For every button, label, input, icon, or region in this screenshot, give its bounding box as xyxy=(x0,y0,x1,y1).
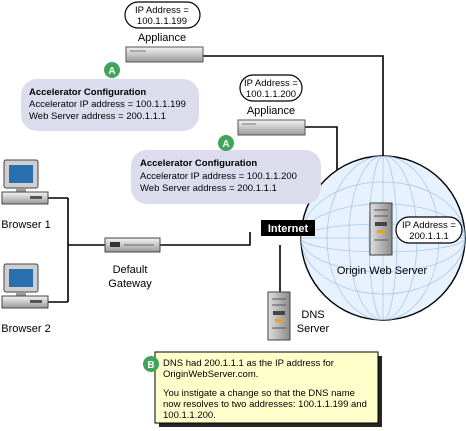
appliance-1-label: Appliance xyxy=(138,32,186,44)
appliance-1-ip-label: IP Address = xyxy=(135,5,189,16)
config-1-panel xyxy=(21,79,199,131)
config-2-line2: Web Server address = 200.1.1.1 xyxy=(140,183,277,194)
browser-1: Browser 1 xyxy=(1,159,51,231)
browser-2: Browser 2 xyxy=(1,263,51,335)
origin-server-tower-icon xyxy=(369,202,393,256)
appliance-1-ip-bubble xyxy=(124,1,201,29)
config-1-title: Accelerator Configuration xyxy=(29,87,146,98)
config-2-panel xyxy=(131,150,321,204)
config-2-line1: Accelerator IP address = 100.1.1.200 xyxy=(140,171,297,182)
link-gateway-to-internet xyxy=(160,232,251,246)
origin-web-server: IP Address = 200.1.1.1 Origin Web Server xyxy=(337,202,463,277)
gateway-label-line2: Gateway xyxy=(108,278,152,290)
gateway-label-line1: Default xyxy=(113,264,148,276)
appliance-1-device xyxy=(125,46,204,63)
appliance-2-ip-value: 100.1.1.200 xyxy=(246,89,296,100)
dns-note-line1: DNS had 200.1.1.1 as the IP address for xyxy=(163,358,334,369)
default-gateway: Default Gateway xyxy=(104,237,161,290)
origin-server-ip-label: IP Address = xyxy=(402,220,456,231)
config-2-badge xyxy=(218,135,234,151)
config-box-1: A Accelerator Configuration Accelerator … xyxy=(21,62,199,131)
appliance-2-ip-label: IP Address = xyxy=(244,78,298,89)
dns-note: B DNS had 200.1.1.1 as the IP address fo… xyxy=(143,351,382,427)
dns-note-panel xyxy=(154,351,379,424)
config-2-badge-letter: A xyxy=(222,139,229,150)
config-1-badge xyxy=(104,62,120,78)
origin-server-ip-value: 200.1.1.1 xyxy=(409,231,449,242)
dns-note-badge-letter: B xyxy=(147,360,154,371)
dns-note-line3: You instigate a change so that the DNS n… xyxy=(163,388,355,399)
config-1-line2: Web Server address = 200.1.1.1 xyxy=(29,111,166,122)
browser-2-label: Browser 2 xyxy=(1,323,51,335)
appliance-1-ip-value: 100.1.1.199 xyxy=(137,16,187,27)
dns-note-line5: 100.1.1.200. xyxy=(163,410,216,421)
browser-1-label: Browser 1 xyxy=(1,219,51,231)
dns-server: DNS Server xyxy=(267,291,330,341)
appliance-2-ip-bubble xyxy=(239,74,303,102)
link-appliance1-to-origin xyxy=(203,55,384,200)
dns-label-line2: Server xyxy=(297,323,330,335)
config-1-line1: Accelerator IP address = 100.1.1.199 xyxy=(29,99,186,110)
browser-1-pc-icon xyxy=(1,191,49,205)
appliance-1: IP Address = 100.1.1.199 Appliance xyxy=(124,1,204,63)
internet-label: Internet xyxy=(261,220,315,236)
browser-2-pc-icon xyxy=(1,295,49,309)
config-box-2: A Accelerator Configuration Accelerator … xyxy=(131,135,321,204)
appliance-2-label: Appliance xyxy=(247,105,295,117)
origin-server-ip-bubble xyxy=(395,216,463,244)
internet-label-text: Internet xyxy=(268,223,309,235)
config-1-badge-letter: A xyxy=(108,66,115,77)
dns-note-badge xyxy=(143,356,159,372)
config-2-title: Accelerator Configuration xyxy=(140,158,257,169)
dns-label-line1: DNS xyxy=(301,309,324,321)
origin-server-label: Origin Web Server xyxy=(337,265,428,277)
dns-note-line4: now resolves to two addresses: 100.1.1.1… xyxy=(163,399,367,410)
appliance-2-device xyxy=(237,119,306,136)
appliance-2: IP Address = 100.1.1.200 Appliance xyxy=(237,74,306,136)
dns-note-line2: OriginWebServer.com. xyxy=(163,369,258,380)
